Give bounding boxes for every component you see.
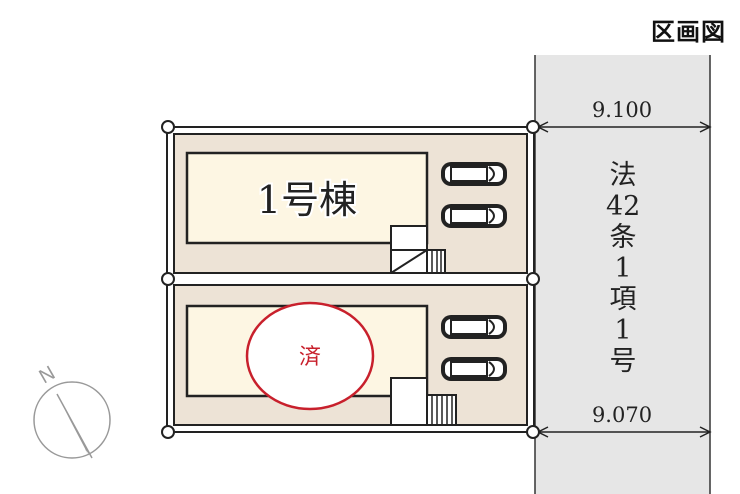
road-label-char: 42 (606, 191, 641, 222)
page-title: 区画図 (651, 18, 726, 46)
road-label-char: 1 (614, 315, 632, 346)
road-label-char: 条 (609, 222, 637, 253)
sold-stamp (245, 301, 375, 411)
building-1-label: 1号棟 (257, 178, 357, 222)
road-label-char: 法 (609, 160, 637, 191)
road-label-char: 項 (609, 284, 637, 315)
road-label-char: 1 (614, 253, 632, 284)
boundary-markers (161, 120, 540, 439)
parking-space-1b (440, 203, 508, 229)
parking-space-2b (440, 356, 508, 382)
road-width-bottom: 9.070 (592, 403, 652, 427)
road-label-char: 号 (609, 346, 637, 377)
compass-north-label: N (36, 362, 60, 388)
north-compass-icon: N (33, 362, 111, 459)
sold-label: 済 (299, 345, 321, 370)
parking-space-2a (440, 314, 508, 340)
road-width-top: 9.100 (592, 98, 652, 122)
road (535, 55, 710, 494)
building-1 (185, 151, 429, 245)
parking-space-1a (440, 161, 508, 187)
road-classification-label: 法 42 条 1 項 1 号 (606, 160, 640, 377)
